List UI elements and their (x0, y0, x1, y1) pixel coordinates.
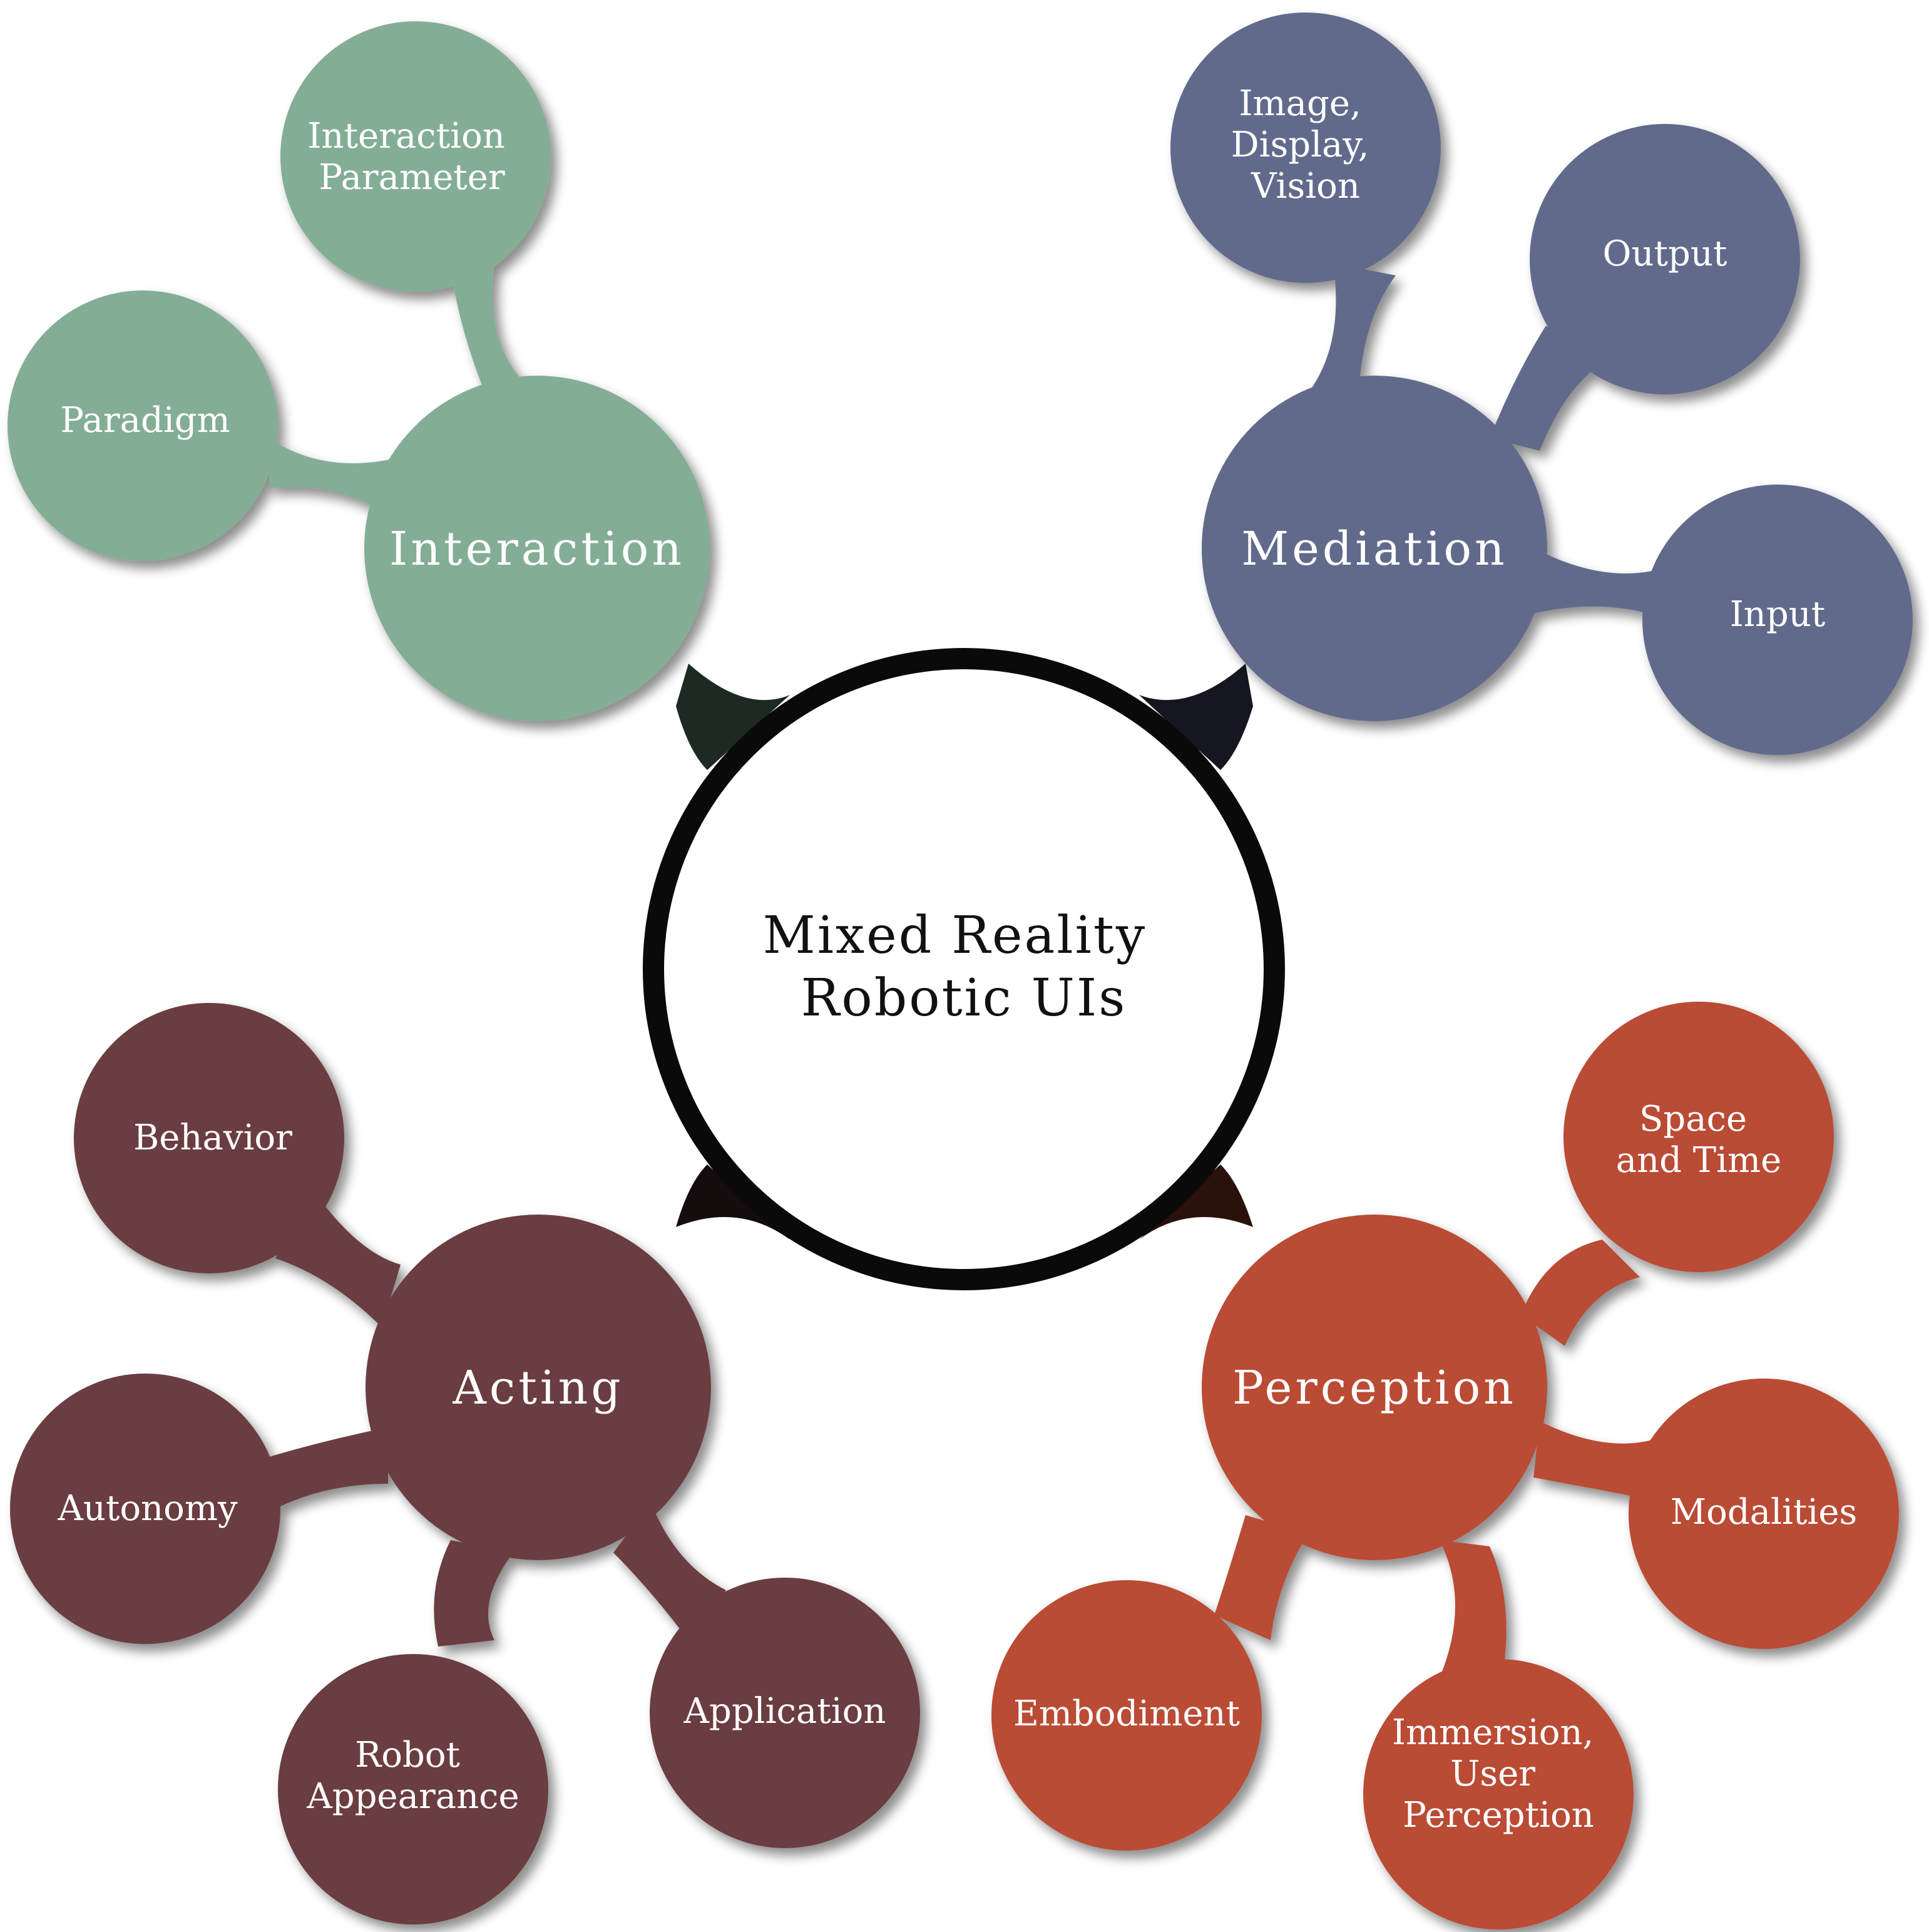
leaf-image-display-vision (1170, 13, 1441, 283)
leaf-paradigm (8, 290, 278, 561)
hub-label-mediation: Mediation (1241, 522, 1507, 576)
center-title-line-2: Robotic UIs (801, 969, 1127, 1028)
leaf-label-robot-appearance: Robot Appearance (306, 1735, 519, 1817)
center-connectors (676, 664, 1253, 1240)
hub-mediation (1202, 376, 1547, 721)
hub-perception (1202, 1215, 1547, 1560)
hub-label-perception: Perception (1232, 1361, 1517, 1415)
leaf-space-and-time (1563, 1002, 1834, 1272)
hub-label-acting: Acting (452, 1361, 623, 1415)
connector-acting (676, 1164, 790, 1240)
link-modalities (1533, 1421, 1665, 1503)
leaf-label-immersion: Immersion, User Perception (1392, 1712, 1605, 1836)
leaf-label-paradigm: Paradigm (60, 400, 230, 441)
svg-text:Mixed Reality Robotic UI: Mixed Reality Robotic UIs (763, 906, 1165, 1028)
connector-interaction (676, 664, 790, 770)
link-autonomy (263, 1427, 388, 1509)
link-space-and-time (1521, 1240, 1640, 1346)
leaf-label-output: Output (1603, 234, 1727, 274)
mediation-cluster (1170, 13, 1913, 755)
leaf-output (1530, 124, 1800, 394)
leaf-label-autonomy: Autonomy (57, 1488, 238, 1529)
leaf-application (650, 1578, 920, 1848)
leaf-label-image-display-vision: Image, Display, Vision (1231, 83, 1381, 207)
leaf-label-application: Application (683, 1691, 886, 1732)
link-image-display-vision (1302, 263, 1396, 413)
acting-cluster (10, 1003, 920, 1924)
leaf-label-space-and-time: Space and Time (1616, 1099, 1782, 1181)
connector-perception (1139, 1164, 1253, 1240)
link-robot-appearance (434, 1540, 513, 1647)
hub-acting (366, 1215, 711, 1560)
leaf-label-interaction-parameter: Interaction Parameter (307, 116, 516, 198)
hub-interaction (364, 376, 710, 721)
interaction-cluster (8, 21, 710, 721)
link-embodiment (1214, 1515, 1308, 1640)
leaf-label-embodiment: Embodiment (1013, 1693, 1241, 1734)
leaf-label-behavior: Behavior (133, 1118, 292, 1158)
link-immersion (1440, 1540, 1507, 1678)
link-interaction-parameter (449, 257, 538, 401)
link-interaction-paradigm (269, 438, 401, 507)
leaf-label-modalities: Modalities (1671, 1492, 1857, 1533)
leaf-embodiment (991, 1580, 1262, 1851)
center-title-line-1: Mixed Reality (763, 906, 1147, 965)
center-node: Mixed Reality Robotic UIs (643, 648, 1285, 1290)
center-ring (643, 648, 1285, 1290)
leaf-immersion (1363, 1659, 1634, 1929)
leaf-input (1642, 485, 1913, 755)
leaf-behavior (74, 1003, 344, 1273)
hub-label-interaction: Interaction (389, 522, 685, 576)
leaf-robot-appearance (278, 1654, 548, 1924)
leaf-autonomy (10, 1374, 280, 1644)
connector-mediation (1139, 664, 1253, 770)
link-application (613, 1503, 726, 1640)
leaf-interaction-parameter (280, 21, 551, 292)
leaf-label-input: Input (1730, 594, 1826, 635)
leaf-modalities (1629, 1379, 1899, 1649)
perception-cluster (991, 1002, 1899, 1929)
